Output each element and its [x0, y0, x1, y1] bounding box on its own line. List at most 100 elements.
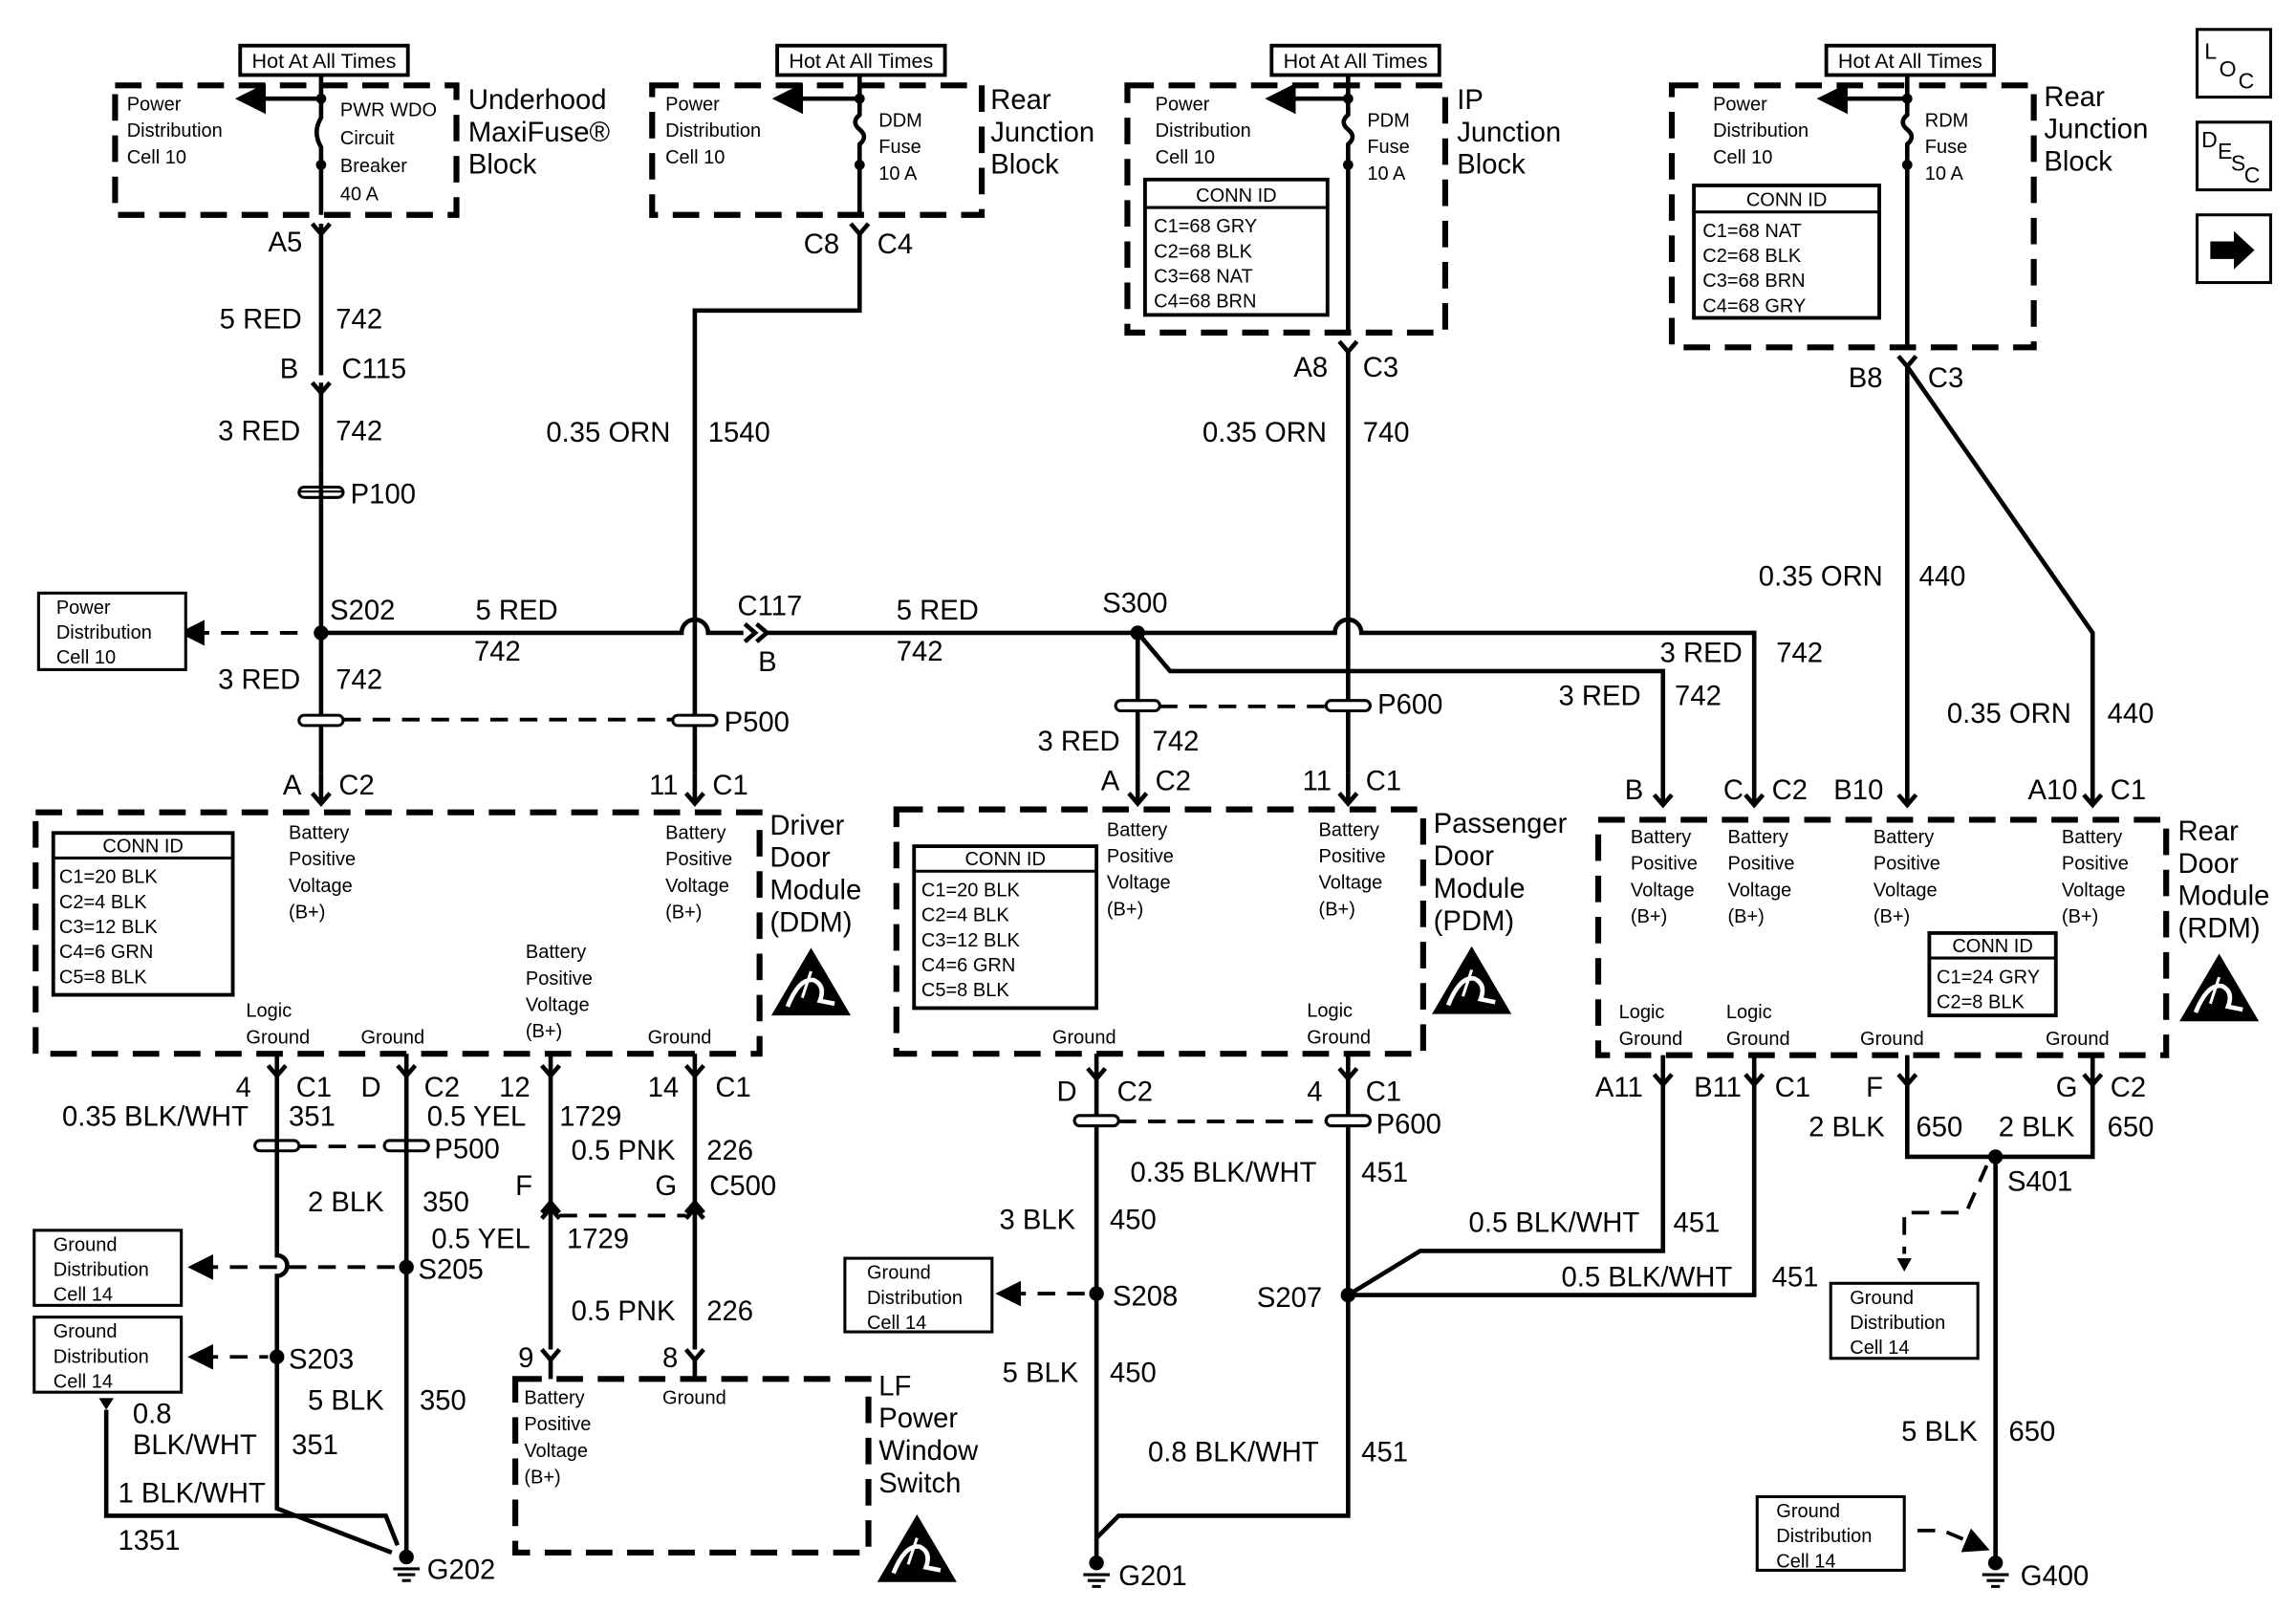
svg-text:0.5 PNK: 0.5 PNK: [572, 1296, 676, 1327]
svg-text:S: S: [2231, 151, 2245, 176]
svg-text:1351: 1351: [118, 1526, 180, 1556]
svg-text:0.5 YEL: 0.5 YEL: [427, 1102, 527, 1133]
hot-label: Hot At All Times: [252, 49, 397, 73]
svg-text:740: 740: [1363, 418, 1410, 448]
svg-text:C4: C4: [877, 229, 913, 260]
svg-text:650: 650: [2008, 1417, 2055, 1447]
esd-sensitive-icon: [771, 947, 851, 1015]
svg-text:1 BLK/WHT: 1 BLK/WHT: [118, 1479, 265, 1510]
svg-text:Ground: Ground: [2046, 1029, 2110, 1050]
svg-text:Hot At All Times: Hot At All Times: [1284, 49, 1428, 73]
svg-text:B: B: [758, 647, 776, 678]
svg-text:351: 351: [289, 1102, 336, 1133]
svg-text:C: C: [2239, 68, 2255, 93]
svg-text:Ground: Ground: [360, 1027, 424, 1048]
svg-text:0.35 ORN: 0.35 ORN: [546, 418, 670, 448]
svg-text:F: F: [515, 1171, 532, 1202]
svg-text:C115: C115: [341, 355, 406, 385]
svg-text:CONN ID: CONN ID: [1952, 936, 2032, 957]
svg-text:742: 742: [474, 637, 521, 667]
svg-text:CONN ID: CONN ID: [964, 849, 1045, 870]
svg-text:Hot At All Times: Hot At All Times: [789, 49, 933, 73]
svg-text:S207: S207: [1257, 1283, 1322, 1314]
svg-text:8: 8: [662, 1343, 678, 1374]
svg-text:0.5 YEL: 0.5 YEL: [431, 1224, 531, 1254]
svg-text:C: C: [1723, 775, 1744, 806]
svg-text:4: 4: [236, 1073, 251, 1103]
svg-text:742: 742: [336, 664, 382, 695]
svg-text:0.5 BLK/WHT: 0.5 BLK/WHT: [1562, 1262, 1733, 1293]
esd-sensitive-icon: [1432, 946, 1511, 1014]
svg-text:A: A: [1101, 767, 1120, 797]
svg-text:S208: S208: [1113, 1281, 1178, 1312]
svg-text:11: 11: [1303, 767, 1332, 797]
svg-text:S202: S202: [330, 596, 395, 626]
svg-text:1729: 1729: [567, 1224, 629, 1254]
svg-text:S401: S401: [2007, 1166, 2072, 1197]
svg-text:B: B: [1625, 775, 1644, 806]
svg-text:440: 440: [2108, 699, 2155, 729]
ground-symbol-icon: [1081, 1573, 1112, 1588]
svg-text:A5: A5: [268, 228, 302, 258]
svg-text:0.35 BLK/WHT: 0.35 BLK/WHT: [62, 1102, 249, 1133]
pdc-label-3: Cell 10: [127, 147, 186, 168]
svg-text:3 BLK: 3 BLK: [1000, 1205, 1076, 1235]
svg-text:3 RED: 3 RED: [218, 416, 300, 446]
next-page-button[interactable]: [2195, 213, 2273, 285]
svg-text:E: E: [2218, 139, 2232, 163]
svg-text:C: C: [2244, 163, 2261, 187]
svg-text:CONN ID: CONN ID: [1746, 190, 1827, 211]
svg-text:1729: 1729: [559, 1102, 621, 1133]
svg-text:S205: S205: [419, 1255, 484, 1286]
svg-text:742: 742: [1153, 727, 1200, 757]
svg-text:C1: C1: [2111, 775, 2146, 806]
fuse-icon: [853, 98, 867, 165]
svg-text:S300: S300: [1102, 588, 1167, 619]
svg-text:451: 451: [1674, 1208, 1721, 1238]
svg-text:D: D: [2201, 127, 2218, 152]
svg-text:Hot At All Times: Hot At All Times: [1838, 49, 1982, 73]
svg-text:226: 226: [706, 1296, 753, 1327]
ground-symbol-icon: [1981, 1573, 2011, 1588]
svg-text:D: D: [1057, 1077, 1077, 1107]
svg-text:G400: G400: [2021, 1561, 2090, 1592]
svg-text:P500: P500: [434, 1134, 499, 1164]
svg-text:C1: C1: [296, 1073, 332, 1103]
svg-text:Ground: Ground: [662, 1387, 726, 1408]
svg-text:650: 650: [1917, 1112, 1963, 1142]
svg-text:C2: C2: [1117, 1077, 1153, 1107]
svg-text:O: O: [2220, 56, 2237, 81]
svg-text:P600: P600: [1376, 1109, 1441, 1140]
svg-text:440: 440: [1919, 562, 1966, 593]
svg-text:5 RED: 5 RED: [897, 596, 979, 626]
svg-text:D: D: [360, 1073, 380, 1103]
svg-text:742: 742: [897, 637, 943, 667]
svg-text:C3: C3: [1928, 363, 1963, 394]
pdm-ground-wiring: D C2 4 C1 P600 0.35 BLK/WHT 451 3 BLK 45…: [843, 1054, 1818, 1592]
ground-symbol-icon: [391, 1567, 422, 1582]
svg-text:1540: 1540: [708, 418, 770, 448]
svg-text:B11: B11: [1694, 1073, 1742, 1103]
svg-text:5 BLK: 5 BLK: [1003, 1358, 1079, 1388]
svg-text:G: G: [2056, 1073, 2078, 1103]
svg-text:C1: C1: [712, 771, 747, 801]
